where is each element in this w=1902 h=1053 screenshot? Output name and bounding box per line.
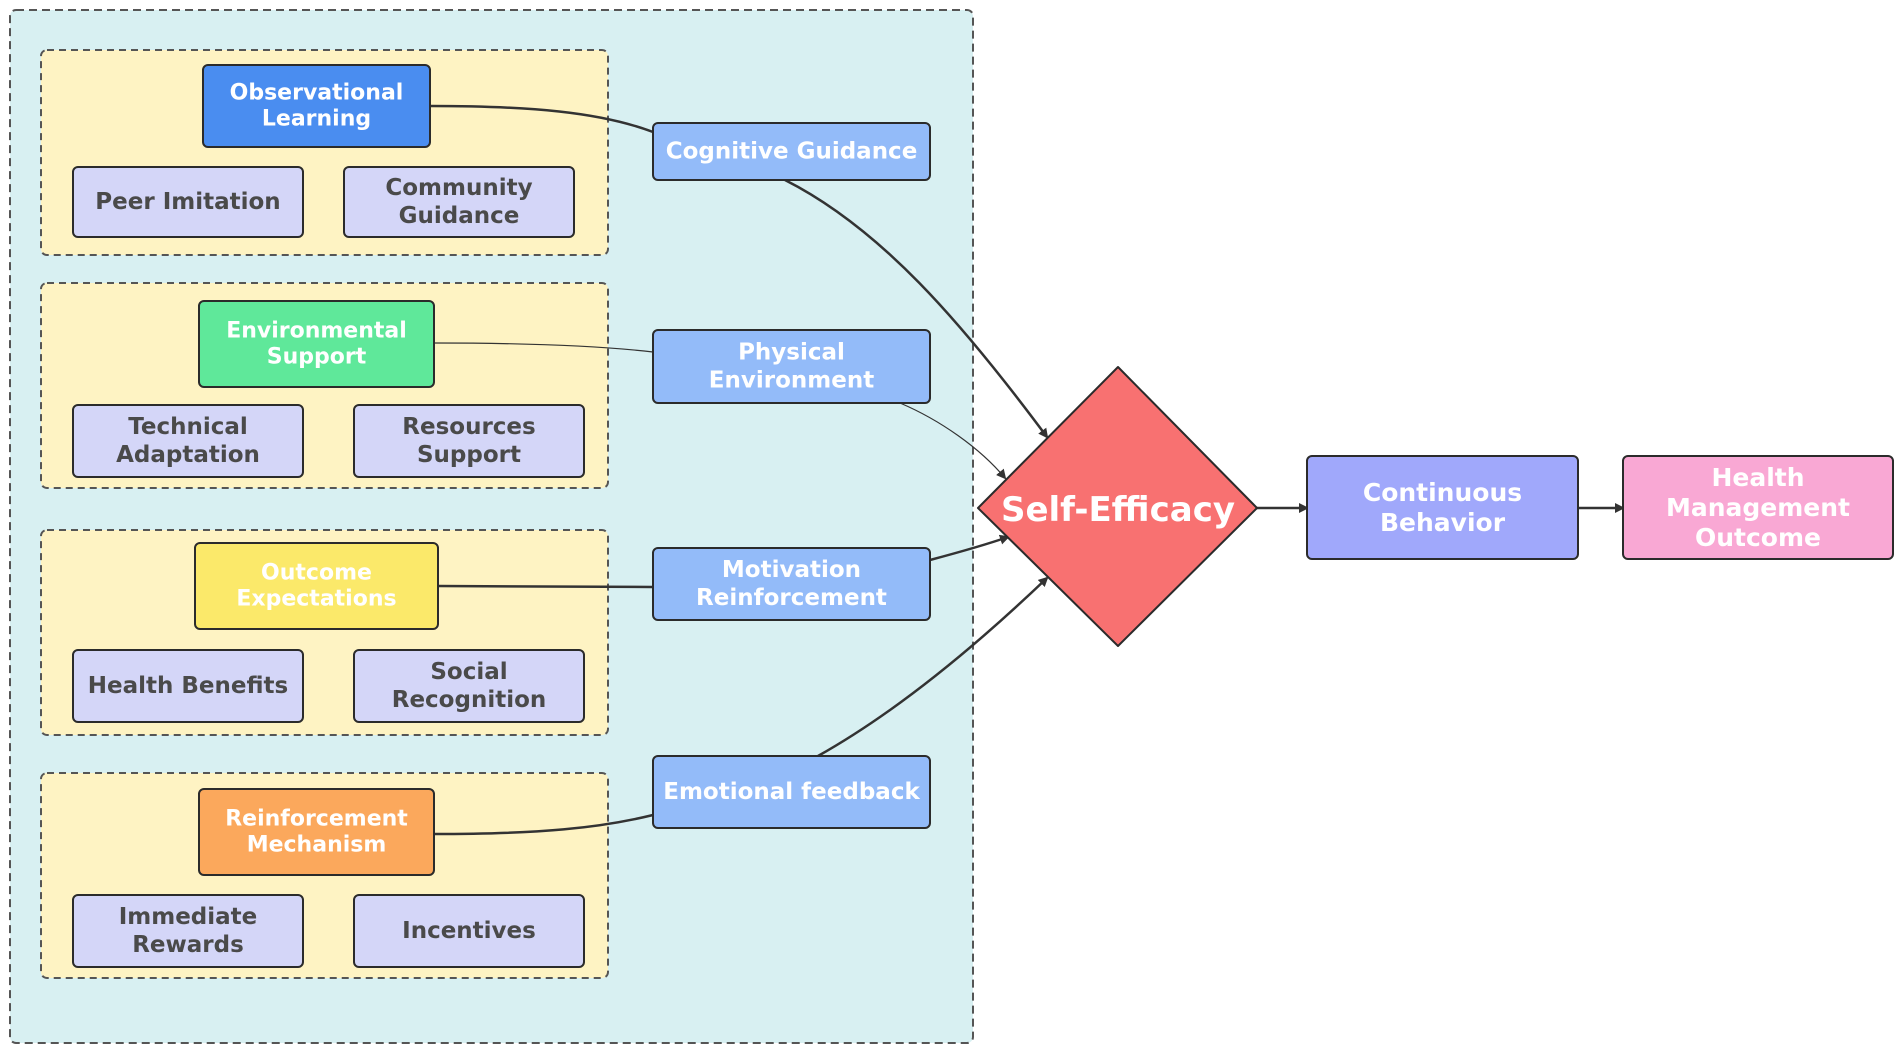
sub-factor-node-3-2-label: Social bbox=[430, 659, 507, 685]
sub-factor-node-2-2-label: Resources bbox=[402, 414, 535, 440]
factor-node-4-shape bbox=[198, 788, 435, 876]
pathway-node-1-label: Cognitive Guidance bbox=[666, 139, 918, 165]
factor-node-1-label: Learning bbox=[262, 107, 371, 132]
arrow-pathway-1 bbox=[784, 178, 1049, 439]
factor-node-3-label: Expectations bbox=[236, 587, 396, 612]
factor-node-1-shape bbox=[202, 64, 431, 148]
factor-node-3-label: Outcome bbox=[261, 560, 372, 585]
sub-factor-node-3-1: Health Benefits bbox=[72, 649, 304, 723]
factor-node-1-label: Observational bbox=[230, 80, 404, 105]
pathway-node-2-label: Physical bbox=[738, 340, 845, 366]
pathway-node-3-label: Reinforcement bbox=[696, 585, 887, 611]
connector-factor-2 bbox=[433, 342, 654, 353]
sub-factor-node-3-2-shape bbox=[353, 649, 585, 723]
factor-node-4-label: Mechanism bbox=[247, 833, 387, 858]
continuous-behavior-node-shape bbox=[1306, 455, 1579, 560]
health-outcome-node-label: Outcome bbox=[1695, 523, 1821, 552]
connector-factor-3 bbox=[437, 584, 654, 589]
arrow-pathway-3 bbox=[929, 534, 1010, 562]
sub-factor-node-1-1: Peer Imitation bbox=[72, 166, 304, 238]
pathway-node-3-shape bbox=[652, 547, 931, 621]
continuous-behavior-node-label: Behavior bbox=[1380, 508, 1506, 537]
health-outcome-node-label: Management bbox=[1666, 493, 1850, 522]
arrow-pathway-2 bbox=[899, 402, 1007, 480]
sub-factor-node-4-2-shape bbox=[353, 894, 585, 968]
sub-factor-node-4-2: Incentives bbox=[353, 894, 585, 968]
sub-factor-node-4-2-label: Incentives bbox=[402, 918, 536, 944]
continuous-behavior-node-label: Continuous bbox=[1363, 478, 1522, 507]
pathway-node-2-shape bbox=[652, 329, 931, 404]
sub-factor-node-4-1-label: Rewards bbox=[132, 932, 244, 958]
pathway-node-4-label: Emotional feedback bbox=[663, 779, 920, 805]
self-efficacy-label: Self-Efficacy bbox=[1001, 490, 1235, 530]
self-efficacy-diamond bbox=[977, 366, 1258, 647]
sub-factor-node-1-2-shape bbox=[343, 166, 575, 238]
factor-node-2-label: Environmental bbox=[226, 318, 407, 343]
pathway-node-2-label: Environment bbox=[709, 367, 874, 393]
factor-node-4-label: Reinforcement bbox=[225, 806, 408, 831]
sub-factor-node-4-1-label: Immediate bbox=[119, 904, 258, 930]
sub-factor-node-2-1-label: Adaptation bbox=[116, 442, 260, 468]
sub-factor-node-1-2-label: Guidance bbox=[399, 203, 520, 229]
sub-factor-node-2-2-label: Support bbox=[417, 442, 521, 468]
health-outcome-node-shape bbox=[1622, 455, 1894, 560]
pathway-node-1-shape bbox=[652, 122, 931, 181]
health-outcome-node-label: Health bbox=[1711, 463, 1804, 492]
sub-factor-node-3-1-shape bbox=[72, 649, 304, 723]
sub-factor-node-1-1-label: Peer Imitation bbox=[95, 189, 280, 215]
sub-factor-node-1-2-label: Community bbox=[385, 175, 532, 201]
self-efficacy-node: Self-Efficacy bbox=[977, 366, 1258, 647]
sub-factor-node-2-1-shape bbox=[72, 404, 304, 478]
connector-factor-1 bbox=[429, 104, 654, 134]
pathway-node-3-label: Motivation bbox=[722, 557, 861, 583]
sub-factor-node-1-1-shape bbox=[72, 166, 304, 238]
factor-node-3-shape bbox=[194, 542, 439, 630]
factor-node-2-label: Support bbox=[267, 345, 367, 370]
sub-factor-node-4-1-shape bbox=[72, 894, 304, 968]
sub-factor-node-2-1-label: Technical bbox=[128, 414, 248, 440]
factor-node-2-shape bbox=[198, 300, 435, 388]
arrow-pathway-4 bbox=[817, 576, 1049, 758]
sub-factor-node-2-2-shape bbox=[353, 404, 585, 478]
connector-factor-4 bbox=[433, 813, 654, 836]
sub-factor-node-3-2-label: Recognition bbox=[392, 687, 547, 713]
pathway-node-1: Cognitive Guidance bbox=[652, 122, 931, 181]
sub-factor-node-3-1-label: Health Benefits bbox=[88, 673, 288, 699]
pathway-node-4: Emotional feedback bbox=[652, 755, 931, 829]
pathway-node-4-shape bbox=[652, 755, 931, 829]
